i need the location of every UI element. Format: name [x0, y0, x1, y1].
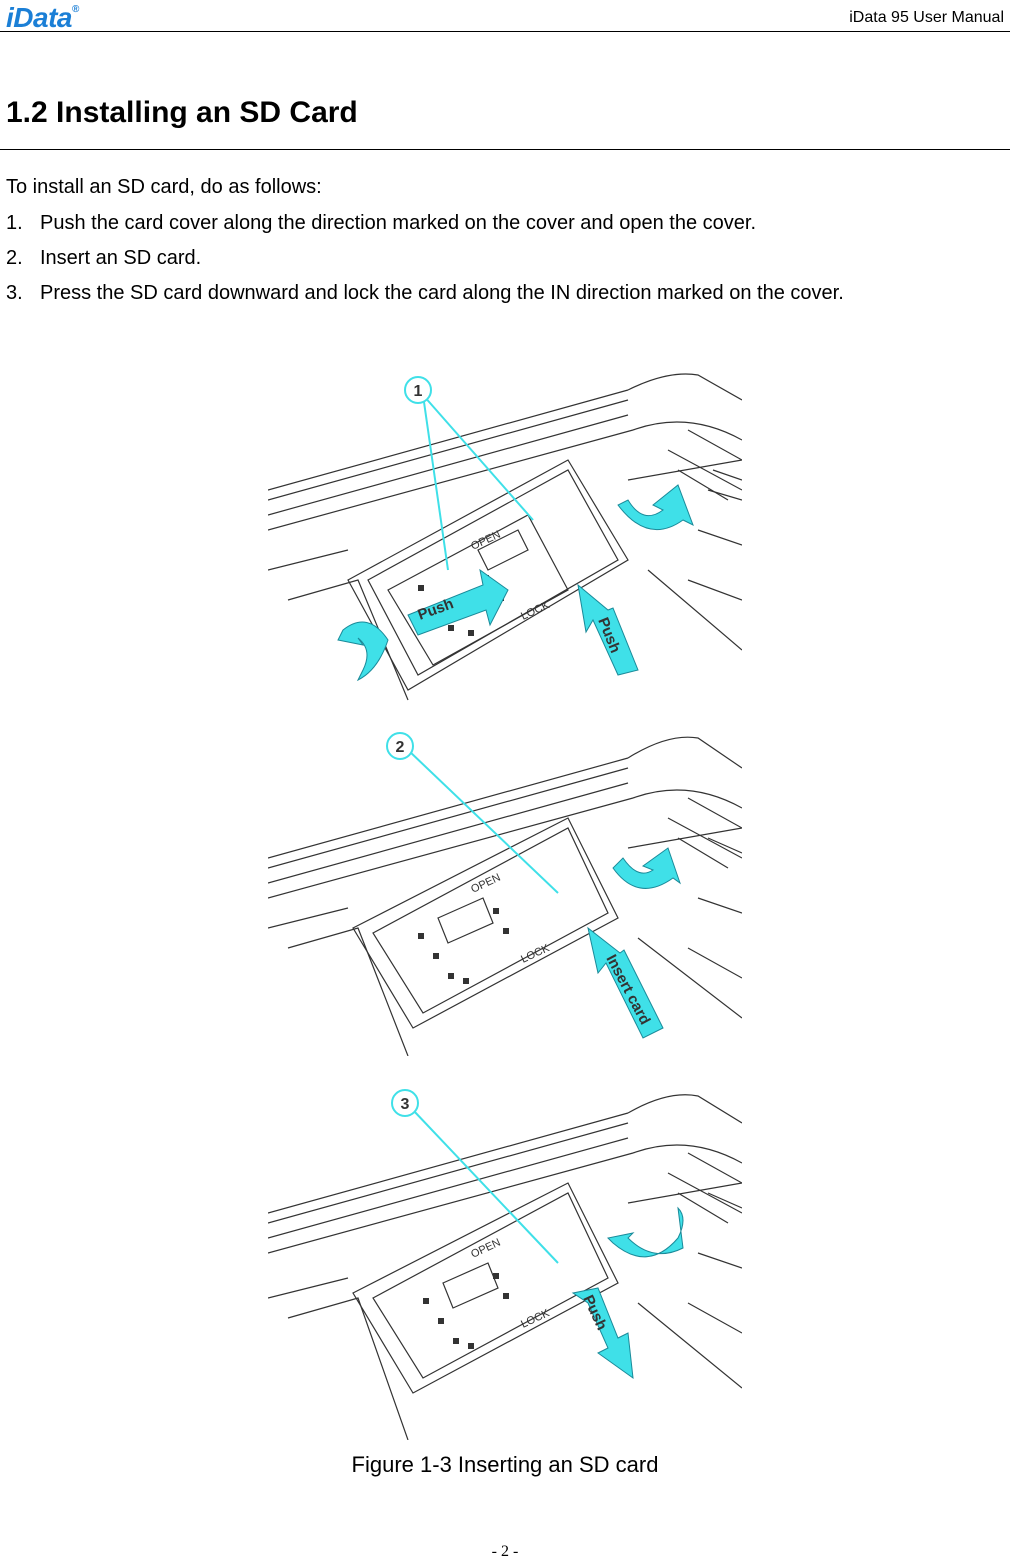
- rotate-arrow: [612, 847, 681, 889]
- header-divider: [0, 31, 1010, 32]
- figure-step-3: OPEN LOCK 3 Push: [268, 1089, 742, 1440]
- open-label: OPEN: [469, 1237, 502, 1261]
- page-number: - 2 -: [491, 1543, 519, 1560]
- manual-title: iData 95 User Manual: [849, 9, 1004, 26]
- step-list: 1.Push the card cover along the directio…: [6, 208, 996, 313]
- figure-step-1: OPEN LOCK 1 Push Push: [268, 373, 742, 701]
- step-number: 2: [396, 739, 405, 756]
- rotate-arrow-right: [617, 484, 694, 531]
- push-arrow-right: [577, 583, 639, 676]
- figure-step-2: OPEN LOCK 2 Insert card: [268, 732, 742, 1056]
- push-arrow-left: [407, 568, 509, 636]
- lock-label: LOCK: [519, 599, 552, 623]
- section-title: 1.2 Installing an SD Card: [6, 96, 358, 129]
- push-down-arrow: [571, 1287, 634, 1380]
- section-divider: [0, 149, 1010, 150]
- insert-arrow: [587, 926, 664, 1039]
- open-label: OPEN: [469, 529, 502, 553]
- page-header: iData® iData 95 User Manual: [0, 0, 1010, 33]
- intro-text: To install an SD card, do as follows:: [6, 176, 322, 198]
- step-badge-2: [386, 732, 414, 760]
- step-number: 1: [414, 383, 423, 400]
- step-badge-3: [391, 1089, 419, 1117]
- open-label: OPEN: [469, 872, 502, 896]
- step-badge-1: [404, 376, 432, 404]
- step-item: 2.Insert an SD card.: [6, 247, 202, 269]
- rotate-arrow: [606, 1206, 684, 1258]
- step-item: 1.Push the card cover along the directio…: [6, 212, 756, 234]
- step-number: 3: [401, 1096, 410, 1113]
- idata-logo: iData®: [6, 2, 79, 33]
- figure-caption: Figure 1-3 Inserting an SD card: [351, 1452, 659, 1477]
- rotate-arrow-left: [337, 621, 389, 682]
- step-item: 3.Press the SD card downward and lock th…: [6, 282, 844, 304]
